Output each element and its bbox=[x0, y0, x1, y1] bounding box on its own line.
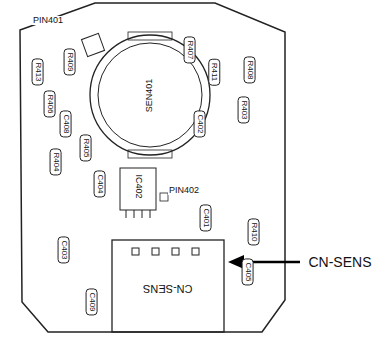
part-name: IC402 bbox=[134, 174, 144, 198]
component-pad: C401 bbox=[200, 204, 212, 231]
pin-pad bbox=[81, 33, 104, 56]
part-name: R407 bbox=[186, 40, 195, 59]
part-name: R406 bbox=[46, 94, 55, 113]
part-name: PIN402 bbox=[169, 185, 199, 195]
component-pad: R404 bbox=[50, 148, 62, 175]
part-label: CN-SENS bbox=[142, 283, 194, 294]
part-label: IC402 bbox=[134, 173, 143, 199]
component-pad: R410 bbox=[248, 218, 260, 245]
board-outline bbox=[20, 3, 285, 332]
connector-pins bbox=[132, 248, 199, 255]
part-name: SEN401 bbox=[145, 78, 155, 112]
part-name: PIN401 bbox=[33, 15, 63, 25]
part-name: R408 bbox=[246, 60, 255, 79]
component-pad: C408 bbox=[60, 110, 72, 137]
component-pad: R409 bbox=[64, 48, 76, 75]
part-name: R410 bbox=[250, 222, 259, 241]
component-pad: C404 bbox=[94, 170, 106, 197]
component-pad: R413 bbox=[32, 58, 44, 85]
part-name: C402 bbox=[196, 114, 205, 133]
sensor-ring bbox=[90, 35, 210, 155]
part-name: CN-SENS bbox=[143, 283, 193, 295]
part-name: R413 bbox=[34, 62, 43, 81]
part-name: R404 bbox=[52, 152, 61, 171]
ic-pins bbox=[126, 210, 150, 218]
component-pad: R403 bbox=[238, 96, 250, 123]
component-pad: C402 bbox=[194, 110, 206, 137]
part-label: SEN401 bbox=[146, 77, 155, 113]
component-pad: R407 bbox=[184, 36, 196, 63]
part-name: R409 bbox=[66, 52, 75, 71]
part-name: R403 bbox=[240, 100, 249, 119]
part-name: C401 bbox=[202, 208, 211, 227]
component-pad: R406 bbox=[44, 90, 56, 117]
part-name: C408 bbox=[62, 114, 71, 133]
sensor-lead bbox=[128, 150, 172, 158]
callout-label: CN-SENS bbox=[307, 255, 372, 269]
part-label: PIN402 bbox=[168, 186, 200, 195]
pin-pad bbox=[160, 193, 168, 201]
part-name: R411 bbox=[210, 63, 219, 82]
part-name: CN-SENS bbox=[308, 254, 371, 270]
part-name: C403 bbox=[60, 240, 69, 259]
part-name: C409 bbox=[88, 292, 97, 311]
component-pad: R411 bbox=[208, 59, 220, 86]
component-pad: R408 bbox=[244, 56, 256, 83]
component-pad: C409 bbox=[86, 288, 98, 315]
component-pad: C405 bbox=[242, 258, 254, 285]
component-pad: R405 bbox=[80, 134, 92, 161]
part-name: C405 bbox=[244, 262, 253, 281]
part-name: R405 bbox=[82, 138, 91, 157]
ic-outline bbox=[120, 168, 156, 210]
component-pad: C403 bbox=[58, 236, 70, 263]
connector-outline bbox=[112, 240, 224, 332]
sensor-lead bbox=[128, 32, 172, 40]
part-label: PIN401 bbox=[32, 16, 64, 25]
part-name: C404 bbox=[96, 174, 105, 193]
